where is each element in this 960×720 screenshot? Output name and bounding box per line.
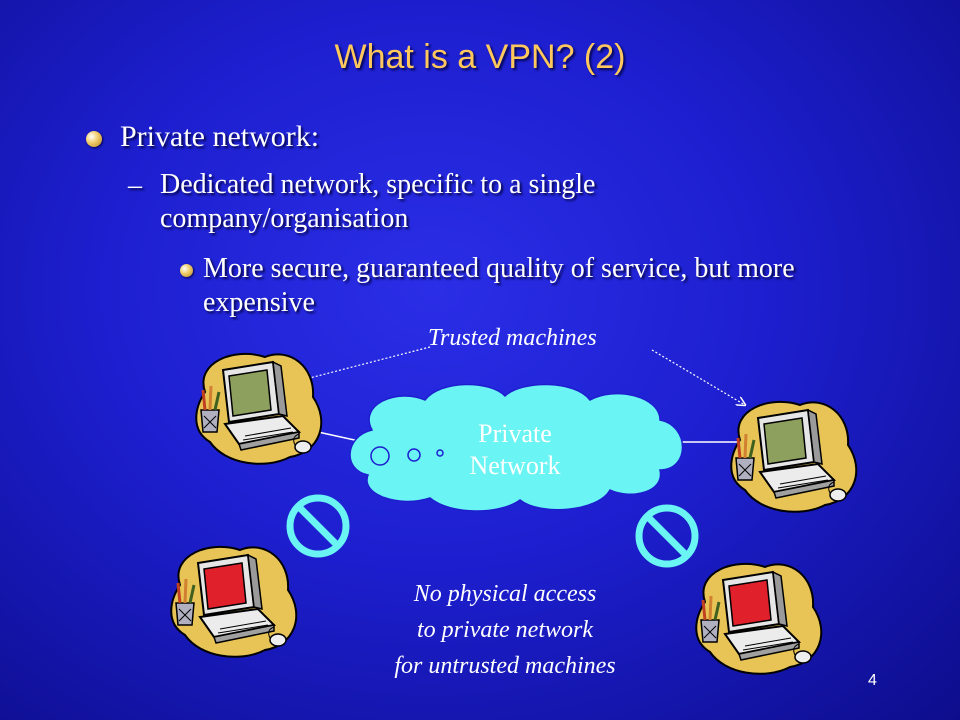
bullet-private-network: Private network: (120, 120, 320, 153)
untrusted-note: No physical access to private network fo… (330, 576, 680, 684)
cloud-label-line2: Network (469, 451, 561, 480)
bullet-more-secure: More secure, guaranteed quality of servi… (203, 253, 795, 318)
trusted-computer-right (729, 400, 858, 514)
bullet-dot-level3 (180, 264, 193, 277)
cloud-label-line1: Private (478, 419, 552, 448)
arrow-to-left-trusted (294, 346, 431, 382)
untrusted-computer-left (169, 545, 298, 659)
bullet-dot-level1 (86, 131, 102, 147)
trusted-machines-label: Trusted machines (428, 325, 597, 351)
page-number: 4 (868, 672, 877, 689)
trusted-computer-left (194, 352, 323, 466)
private-network-label: Private Network (440, 418, 590, 482)
untrusted-note-line1: No physical access (413, 581, 597, 607)
bullet-dedicated-network: Dedicated network, specific to a single … (160, 169, 596, 234)
arrow-to-right-trusted (651, 349, 745, 405)
untrusted-note-line2: to private network (417, 617, 593, 643)
private-network-cloud (349, 383, 684, 512)
untrusted-computer-right (694, 562, 823, 676)
no-access-sign-icon-right (635, 504, 699, 568)
untrusted-note-line3: for untrusted machines (394, 653, 616, 679)
no-access-sign-icon-left (286, 494, 350, 558)
slide-title: What is a VPN? (2) (334, 38, 626, 76)
dash-marker: – (128, 170, 142, 201)
